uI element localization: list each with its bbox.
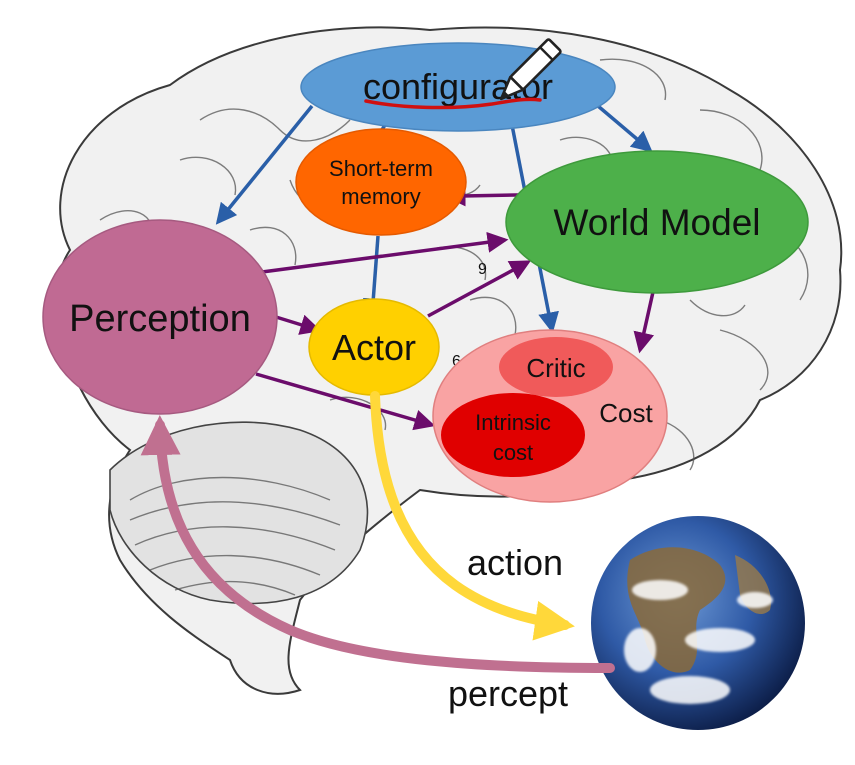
world-model-label: World Model	[553, 202, 760, 243]
perception-to-cost-arrow	[255, 372, 436, 431]
intrinsic-cost-module: Intrinsic cost	[441, 393, 585, 477]
action-label: action	[467, 542, 563, 583]
perception-label: Perception	[69, 298, 251, 340]
cost-label: Cost	[599, 398, 653, 428]
pen-underline	[364, 97, 542, 110]
percept-arrow: percept	[140, 415, 615, 714]
intrinsic-cost-label-line-1: Intrinsic	[475, 410, 551, 435]
critic-label: Critic	[526, 353, 585, 383]
perception-module: Perception	[42, 219, 278, 415]
intrinsic-cost-label-line-2: cost	[493, 440, 533, 465]
world-model-module: World Model	[505, 150, 809, 294]
world-model-to-cost-arrow	[633, 291, 655, 354]
earth-globe-icon	[591, 516, 805, 730]
actor-label: Actor	[332, 327, 416, 368]
perception-to-world-model-arrow	[261, 231, 509, 274]
brain-mark-9: 9	[478, 261, 487, 278]
perception-to-actor-arrow	[275, 314, 322, 335]
config-to-world-model-arrow	[596, 104, 653, 153]
configurator-module: configurator	[300, 42, 616, 132]
short-term-memory-label-line-1: Short-term	[329, 156, 433, 181]
short-term-memory-module: Short-term memory	[295, 128, 467, 236]
data-flow-arrows	[255, 183, 655, 431]
pencil-icon	[499, 38, 562, 101]
short-term-memory-label-line-2: memory	[341, 184, 420, 209]
brain-mark-6: 6	[452, 353, 461, 370]
actor-module: Actor	[308, 298, 440, 396]
critic-module: Critic	[499, 337, 613, 397]
actor-to-world-model-arrow	[427, 260, 532, 318]
action-arrow: action	[370, 391, 575, 641]
percept-label: percept	[448, 673, 568, 714]
config-to-perception-arrow	[215, 104, 314, 225]
